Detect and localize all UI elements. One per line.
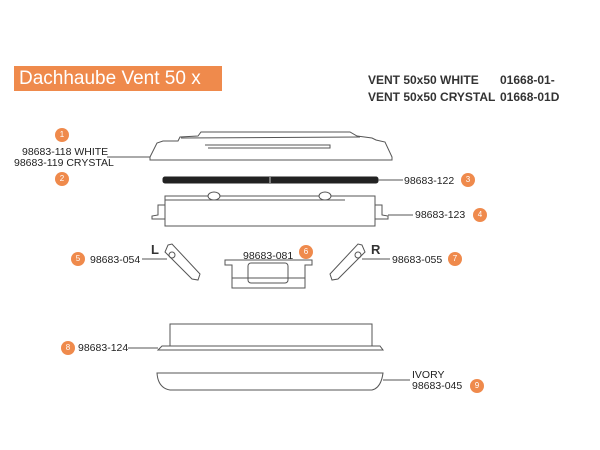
part-number-badge: 9 bbox=[470, 379, 484, 393]
part-number-badge: 7 bbox=[448, 252, 462, 266]
side-left-label: L bbox=[151, 242, 159, 257]
part-inner-cover bbox=[156, 372, 410, 391]
part-label: 98683-122 bbox=[404, 175, 455, 187]
side-right-label: R bbox=[371, 242, 381, 257]
part-seal bbox=[162, 176, 403, 184]
part-number-badge: 1 bbox=[55, 128, 69, 142]
part-frame-lower bbox=[128, 323, 384, 351]
part-number-badge: 6 bbox=[299, 245, 313, 259]
part-label: 98683-081 bbox=[243, 250, 294, 262]
part-bracket bbox=[224, 259, 313, 289]
model-name: VENT 50x50 WHITE bbox=[368, 73, 479, 87]
part-number-badge: 2 bbox=[55, 172, 69, 186]
part-label: 98683-045 bbox=[412, 380, 463, 392]
part-label: 98683-119 CRYSTAL bbox=[14, 157, 114, 169]
part-label: 98683-124 bbox=[78, 342, 129, 354]
part-label: 98683-055 bbox=[392, 254, 443, 266]
part-number-badge: 8 bbox=[61, 341, 75, 355]
part-number-badge: 4 bbox=[473, 208, 487, 222]
model-code: 01668-01D bbox=[500, 90, 560, 104]
model-code: 01668-01- bbox=[500, 73, 555, 87]
part-arm-right bbox=[329, 243, 390, 281]
part-frame-upper bbox=[151, 191, 413, 227]
part-number-badge: 3 bbox=[461, 173, 475, 187]
part-label: 98683-123 bbox=[415, 209, 466, 221]
page-title: Dachhaube Vent 50 x 50 bbox=[14, 66, 222, 114]
part-label: 98683-054 bbox=[90, 254, 141, 266]
part-color-note: IVORY bbox=[412, 369, 445, 381]
part-number-badge: 5 bbox=[71, 252, 85, 266]
part-label: 98683-118 WHITE bbox=[22, 146, 109, 158]
part-arm-left bbox=[142, 243, 201, 281]
model-name: VENT 50x50 CRYSTAL bbox=[368, 90, 496, 104]
part-lid bbox=[107, 131, 393, 161]
